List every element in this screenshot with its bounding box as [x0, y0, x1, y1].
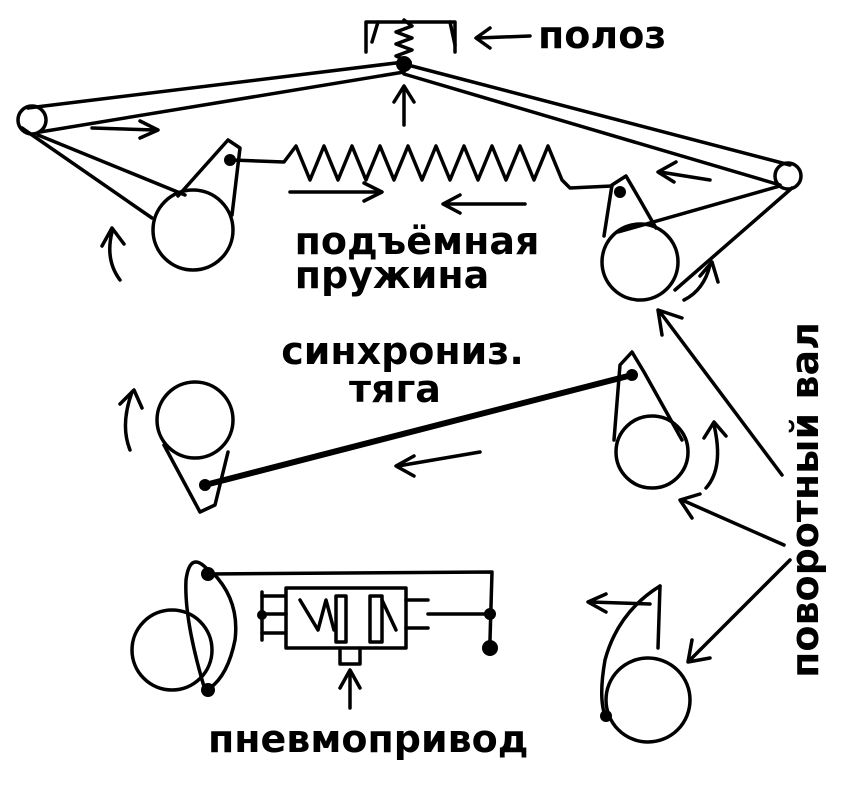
pneumatic-cylinder — [260, 586, 492, 666]
pneumatic-drive-label: пневмопривод — [208, 717, 529, 761]
bottom-left-shaft — [130, 560, 238, 697]
top-left-shaft — [100, 138, 242, 282]
middle-left-shaft — [118, 380, 235, 514]
middle-right-shaft — [612, 350, 728, 490]
lift-spring-label-line2: пружина — [294, 253, 490, 297]
bar-arrows — [90, 119, 712, 184]
lift-spring — [230, 144, 614, 190]
air-inlet-arrow — [338, 668, 362, 710]
sync-rod-arrow — [394, 450, 482, 478]
skid-arrow — [474, 26, 532, 50]
top-right-shaft — [600, 174, 720, 302]
upper-bars — [16, 60, 803, 292]
shaft-pointers — [656, 308, 792, 664]
skid-label: полоз — [538, 13, 667, 57]
sync-rod — [202, 372, 635, 488]
sync-rod-label-line2: тяга — [349, 367, 441, 411]
sync-rod-label-line1: синхрониз. — [281, 329, 524, 373]
bottom-right-shaft — [586, 584, 692, 744]
lift-spring-label-line1: подъёмная — [294, 219, 540, 263]
right-pivot-wheel — [773, 161, 803, 191]
rotary-shaft-label: поворотный вал — [783, 322, 827, 678]
spring-arrows — [288, 181, 527, 215]
up-arrow — [392, 84, 416, 127]
skid-holder — [364, 18, 457, 72]
